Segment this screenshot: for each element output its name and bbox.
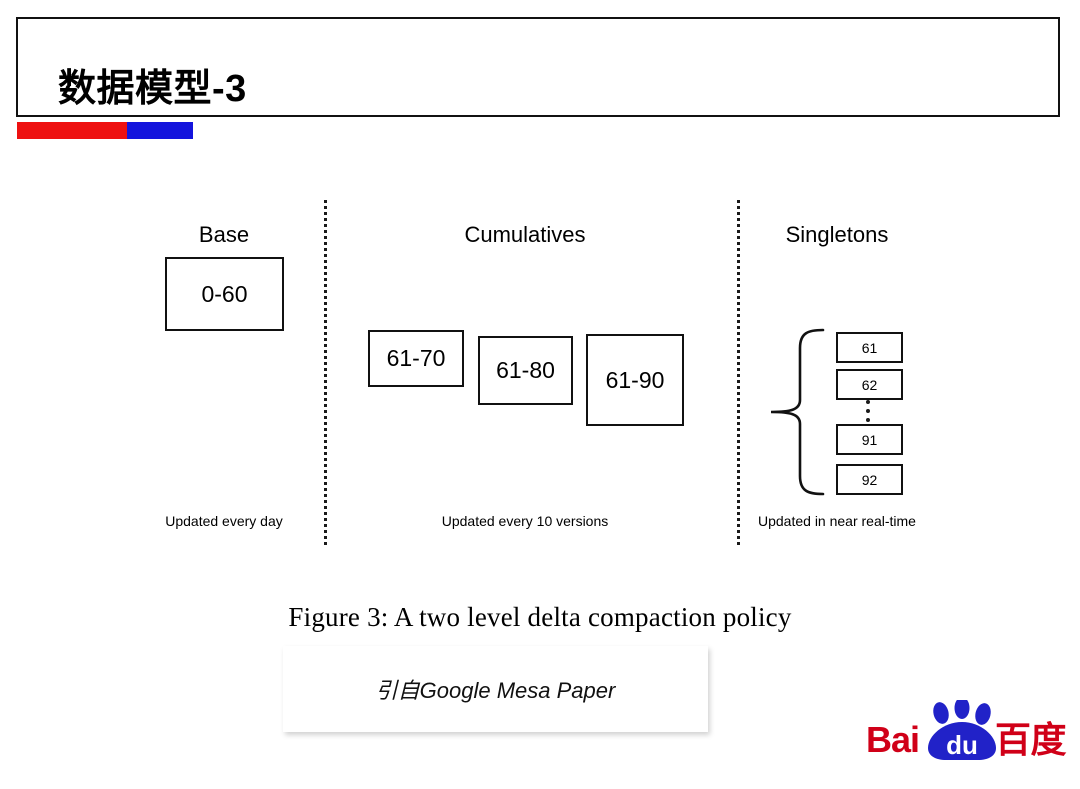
column-note-cumulatives: Updated every 10 versions — [441, 513, 609, 529]
column-header-cumulatives: Cumulatives — [464, 222, 586, 247]
version-box-base: 0-60 — [165, 257, 284, 331]
version-box-cumulative-1: 61-70 — [368, 330, 464, 387]
column-note-singletons: Updated in near real-time — [758, 513, 916, 529]
version-box-singleton-1: 61 — [836, 332, 903, 363]
citation-card: 引自Google Mesa Paper — [283, 646, 708, 732]
curly-brace-icon — [770, 328, 825, 496]
baidu-paw-label: du — [946, 730, 978, 760]
figure-caption: Figure 3: A two level delta compaction p… — [288, 602, 792, 632]
baidu-logo: Bai du 百度 — [866, 700, 1067, 762]
version-box-singleton-2: 62 — [836, 369, 903, 400]
title-frame: 数据模型-3 — [16, 17, 1060, 117]
vertical-ellipsis-icon — [866, 400, 875, 422]
column-divider-right — [737, 200, 740, 545]
column-divider-left — [324, 200, 327, 545]
accent-bar — [17, 122, 193, 139]
baidu-paw-icon: du — [928, 700, 996, 760]
page-title: 数据模型-3 — [58, 68, 247, 110]
version-box-singleton-3: 91 — [836, 424, 903, 455]
citation-text: 引自Google Mesa Paper — [375, 678, 616, 703]
column-header-base: Base — [198, 222, 250, 247]
version-box-cumulative-3: 61-90 — [586, 334, 684, 426]
baidu-logo-chinese-text: 百度 — [995, 719, 1067, 760]
version-box-singleton-4: 92 — [836, 464, 903, 495]
accent-bar-blue-segment — [127, 122, 193, 139]
accent-bar-red-segment — [17, 122, 127, 139]
version-box-cumulative-2: 61-80 — [478, 336, 573, 405]
column-header-singletons: Singletons — [785, 222, 889, 247]
baidu-logo-latin-text: Bai — [866, 719, 920, 760]
column-note-base: Updated every day — [165, 513, 283, 529]
